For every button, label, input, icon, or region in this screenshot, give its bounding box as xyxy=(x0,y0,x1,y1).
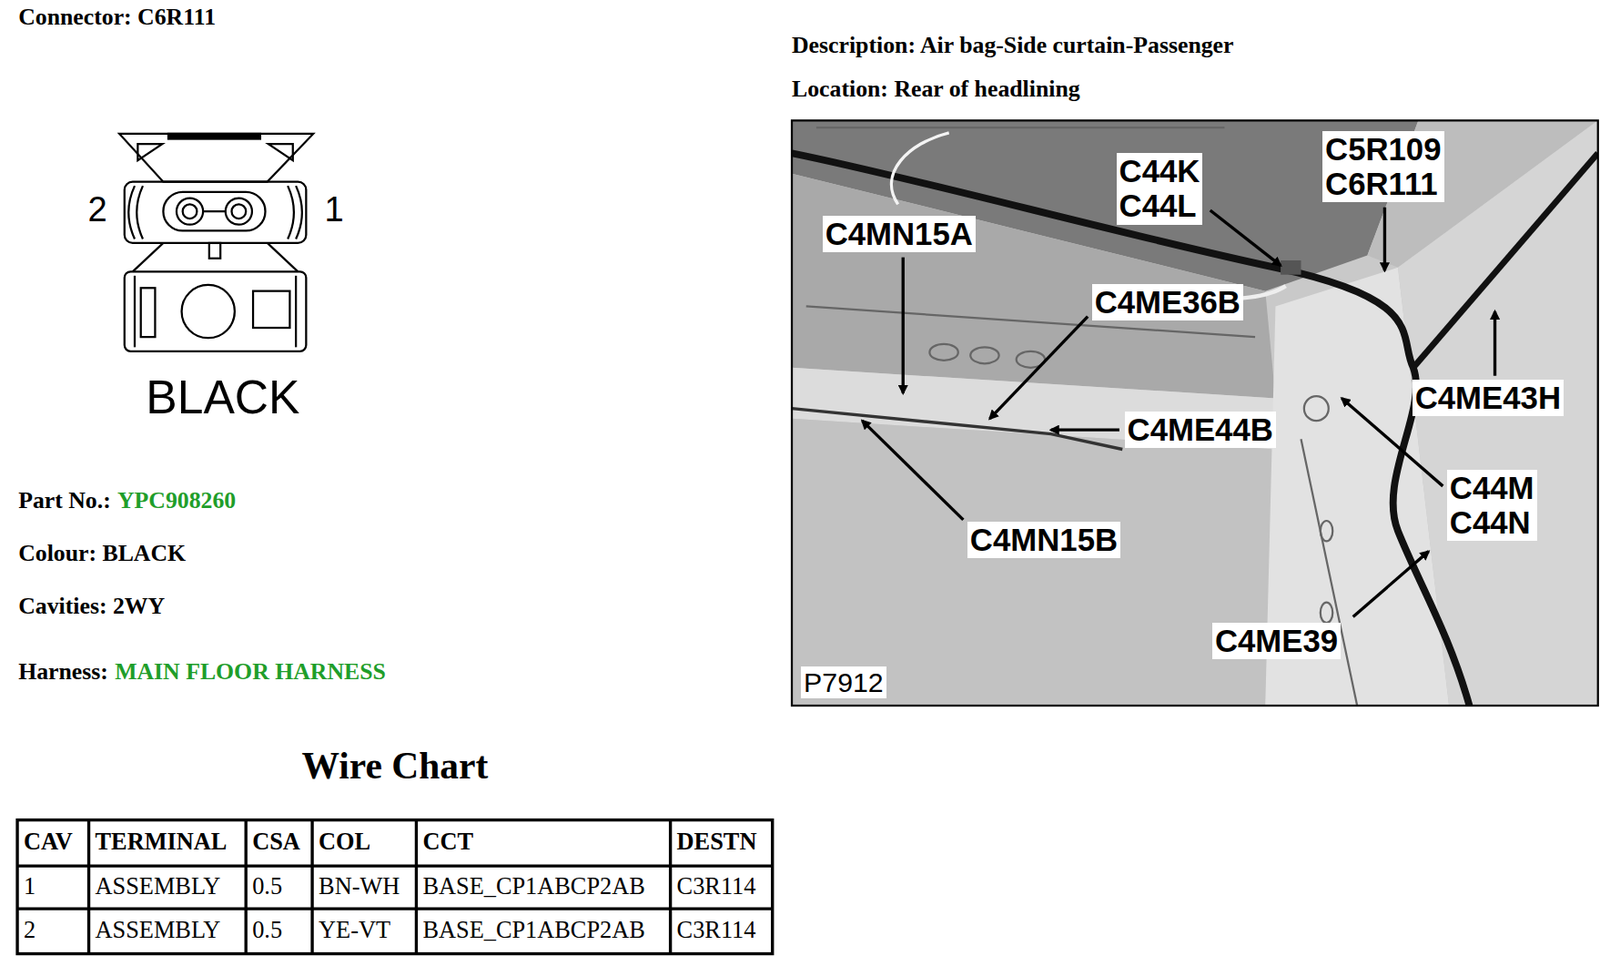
connector-colour: BLACK xyxy=(145,370,300,425)
callout-label: C4ME36B xyxy=(1092,283,1244,321)
pin-number: 1 xyxy=(324,190,345,231)
table-header: CAV xyxy=(23,828,73,856)
table-cell: ASSEMBLY xyxy=(95,872,222,901)
table-cell: ASSEMBLY xyxy=(95,916,222,944)
table-cell: C3R114 xyxy=(677,916,757,944)
table-cell: 1 xyxy=(23,872,36,901)
table-header: TERMINAL xyxy=(95,828,228,856)
field-label: Part No.: xyxy=(18,486,112,515)
callout-label: C44K C44L xyxy=(1116,152,1204,224)
callout-label: C44M C44N xyxy=(1447,469,1538,541)
field-text: Colour: BLACK xyxy=(18,539,186,568)
callout-label: C5R109 C6R111 xyxy=(1322,131,1445,203)
table-cell: 2 xyxy=(23,916,36,944)
location: Location: Rear of headlining xyxy=(791,75,1081,103)
harness-name: MAIN FLOOR HARNESS xyxy=(114,658,386,686)
table-header: DESTN xyxy=(677,828,758,856)
callout-label: C4MN15A xyxy=(822,215,976,253)
location-photo xyxy=(791,120,1599,706)
connector-heading: Connector: C6R111 xyxy=(18,3,216,31)
part-number: YPC908260 xyxy=(117,486,236,515)
table-cell: BN-WH xyxy=(318,872,400,901)
field-label: Harness: xyxy=(18,658,109,686)
callout-label: C4MN15B xyxy=(967,521,1121,558)
pin-number: 2 xyxy=(87,190,107,231)
table-header: CSA xyxy=(252,828,301,856)
table-header: COL xyxy=(318,828,371,856)
table-grid xyxy=(17,820,773,954)
table-cell: 0.5 xyxy=(252,916,283,944)
table-cell: C3R114 xyxy=(677,872,757,901)
callout-label: C4ME43H xyxy=(1412,379,1564,416)
table-cell: 0.5 xyxy=(252,872,283,901)
table-cell: YE-VT xyxy=(318,916,391,944)
table-header: CCT xyxy=(422,828,474,856)
leader-arrows xyxy=(861,207,1495,618)
table-title: Wire Chart xyxy=(302,744,489,789)
callout-label: C4ME39 xyxy=(1212,622,1341,659)
table-cell: BASE_CP1ABCP2AB xyxy=(422,916,645,944)
table-cell: BASE_CP1ABCP2AB xyxy=(422,872,645,901)
photo-id: P7912 xyxy=(800,666,887,699)
photo-frame xyxy=(791,120,1599,706)
field-text: Cavities: 2WY xyxy=(18,592,165,620)
callout-label: C4ME44B xyxy=(1124,411,1276,448)
description: Description: Air bag-Side curtain-Passen… xyxy=(791,31,1234,60)
connector-symbol xyxy=(119,133,314,352)
